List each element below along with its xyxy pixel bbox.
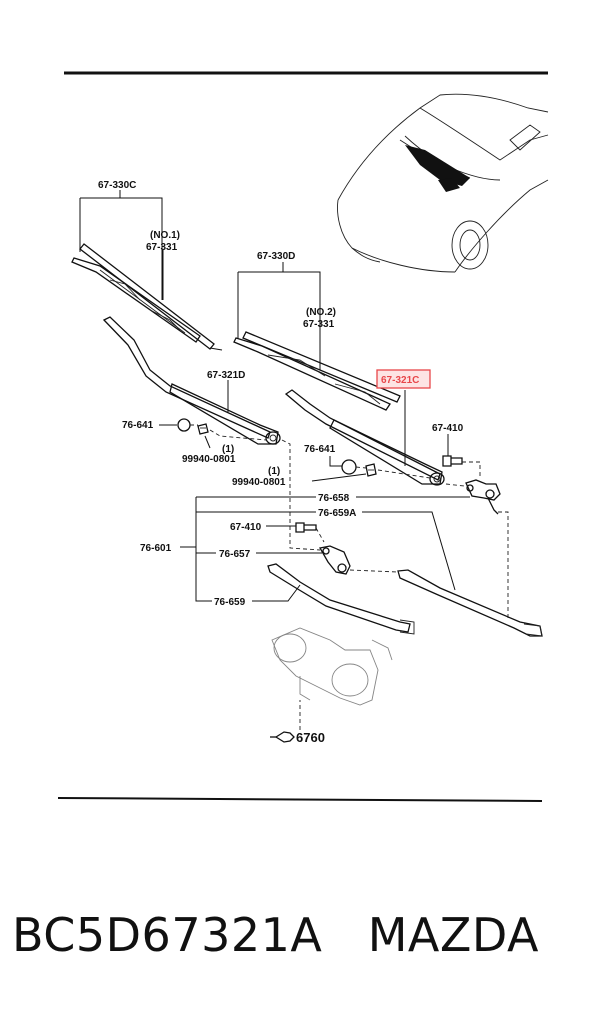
label-no2: (NO.2)	[306, 307, 336, 318]
link-rod-76-659A	[397, 569, 543, 637]
label-76-659: 76-659	[214, 597, 246, 608]
assembly-dashed-lines	[190, 424, 509, 730]
brand-name: MAZDA	[367, 908, 539, 962]
pivot-left	[318, 545, 351, 575]
bottom-rule	[57, 797, 543, 802]
pivot-right	[465, 479, 501, 515]
label-76-657: 76-657	[219, 549, 251, 560]
part-number: BC5D67321A	[12, 908, 323, 962]
wiper-motor	[271, 627, 393, 706]
label-1-left: (1)	[222, 444, 234, 455]
wiper-arm-67-321C	[284, 389, 445, 486]
part-highlight	[376, 369, 431, 389]
bolt-67-410-upper	[442, 455, 463, 467]
wiper-arm-67-321D	[102, 316, 281, 445]
car-illustration	[337, 93, 549, 273]
label-no1: (NO.1)	[150, 230, 180, 241]
label-6760: 6760	[296, 730, 325, 745]
label-99940-right: 99940-0801	[232, 477, 286, 488]
wiper-blade-no2	[233, 331, 401, 411]
label-76-659A: 76-659A	[318, 508, 356, 519]
label-76-658: 76-658	[318, 493, 350, 504]
label-1-right: (1)	[268, 466, 280, 477]
label-67-331-no1: 67-331	[146, 242, 178, 253]
label-67-410-upper: 67-410	[432, 423, 464, 434]
label-76-641-right: 76-641	[304, 444, 336, 455]
cap-76-641-right	[341, 459, 377, 477]
label-67-410-lower: 67-410	[230, 522, 262, 533]
wiper-blade-no1	[71, 243, 223, 351]
label-67-330C: 67-330C	[98, 180, 136, 191]
label-67-330D: 67-330D	[257, 251, 295, 262]
label-76-641-left: 76-641	[122, 420, 154, 431]
cap-76-641-left	[177, 418, 209, 435]
label-99940-left: 99940-0801	[182, 454, 236, 465]
bolt-67-410-lower	[295, 522, 317, 533]
label-67-331-no2: 67-331	[303, 319, 335, 330]
part-title: BC5D67321A MAZDA	[12, 900, 539, 970]
connector-icon	[270, 731, 295, 743]
label-67-321C: 67-321C	[381, 375, 419, 386]
leader-lines	[79, 190, 470, 602]
link-rod-76-659	[267, 563, 415, 635]
label-67-321D: 67-321D	[207, 370, 245, 381]
label-76-601: 76-601	[140, 543, 172, 554]
